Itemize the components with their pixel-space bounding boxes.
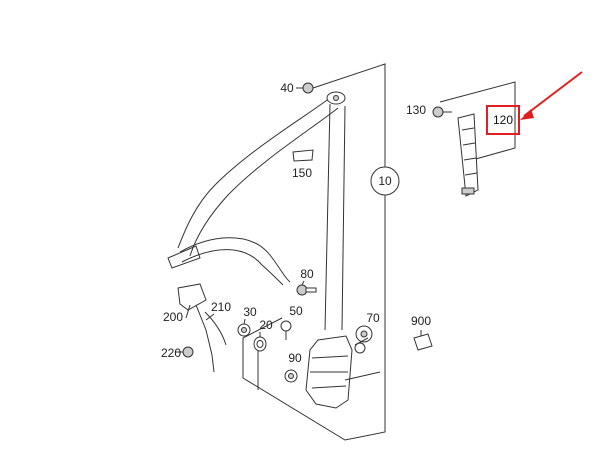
part-30-washer[interactable] — [237, 323, 251, 337]
bracket-frame — [439, 81, 516, 163]
callout-80-label[interactable]: 80 — [300, 267, 314, 281]
part-40-bolt[interactable] — [296, 82, 314, 94]
callout-150-label[interactable]: 150 — [292, 166, 312, 180]
callout-50-label[interactable]: 50 — [289, 304, 303, 318]
part-900-cap[interactable] — [413, 330, 433, 351]
callout-130-label[interactable]: 130 — [406, 103, 426, 117]
part-70-guide[interactable] — [354, 325, 373, 354]
part-90-bolt[interactable] — [284, 369, 298, 383]
callout-220-label[interactable]: 220 — [161, 346, 181, 360]
callout-10[interactable]: 10 — [370, 166, 400, 196]
callout-20-label[interactable]: 20 — [259, 318, 273, 332]
callout-40-label[interactable]: 40 — [280, 81, 294, 95]
callout-30-label[interactable]: 30 — [243, 305, 257, 319]
part-80-bolt[interactable] — [296, 284, 317, 296]
part-20-ring[interactable] — [253, 336, 267, 352]
callout-90-label[interactable]: 90 — [288, 351, 302, 365]
callout-10-label: 10 — [378, 174, 392, 188]
callout-70-label[interactable]: 70 — [366, 311, 380, 325]
part-120-height-adjuster[interactable] — [457, 113, 479, 197]
highlight-arrow — [523, 71, 583, 117]
part-130-bolt[interactable] — [432, 106, 452, 118]
assembly-frame — [242, 63, 386, 441]
leader-lines — [185, 280, 305, 390]
highlight-arrow-head — [520, 109, 534, 120]
callout-900-label[interactable]: 900 — [411, 314, 431, 328]
upper-anchor — [326, 91, 346, 105]
callout-120-label: 120 — [493, 113, 513, 127]
callout-200-label[interactable]: 200 — [163, 310, 183, 324]
part-150-clip[interactable] — [292, 149, 314, 162]
callout-210-label[interactable]: 210 — [211, 300, 231, 314]
belt-webbing — [167, 97, 346, 331]
part-50-bolt[interactable] — [280, 320, 292, 340]
highlight-120[interactable]: 120 — [486, 71, 583, 135]
part-220-bolt[interactable] — [176, 346, 194, 358]
retractor — [305, 335, 381, 409]
part-210-cable[interactable] — [204, 311, 227, 346]
part-200-buckle[interactable] — [177, 283, 215, 373]
